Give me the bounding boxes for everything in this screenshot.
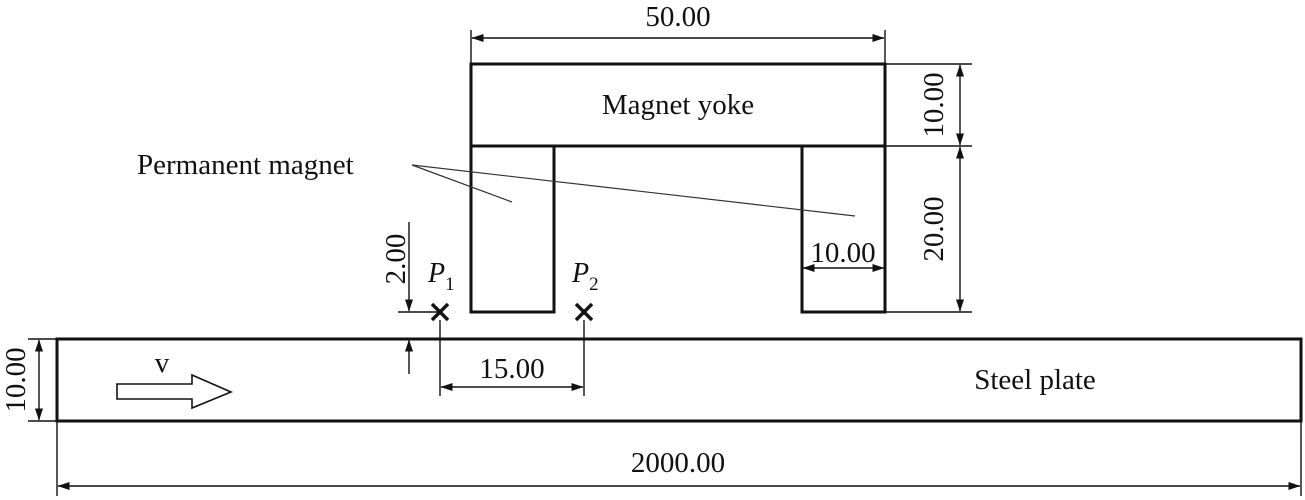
- magnet-yoke: [469, 62, 887, 148]
- dim-liftoff: [398, 222, 440, 374]
- dim-magnet-height-label: 20.00: [918, 196, 950, 261]
- point-p2-label: P2: [571, 258, 599, 295]
- dim-magnet-height: [885, 146, 972, 313]
- steel-plate: [55, 337, 1303, 423]
- permanent-magnet-right: [800, 144, 887, 314]
- dim-plate-thickness-label: 10.00: [0, 347, 32, 412]
- dim-probe-spacing-label: 15.00: [479, 353, 544, 385]
- permanent-magnet-left: [469, 144, 556, 314]
- dim-plate-length-label: 2000.00: [631, 447, 725, 479]
- dim-plate-length: [56, 421, 1302, 496]
- magnet-leader-right: [411, 164, 856, 217]
- dim-magnet-width-label: 10.00: [810, 237, 875, 269]
- dim-plate-thickness: [28, 338, 57, 422]
- dim-yoke-width: [470, 30, 886, 64]
- steel-plate-label: Steel plate: [974, 364, 1096, 396]
- dim-liftoff-label: 2.00: [380, 234, 412, 285]
- yoke-label: Magnet yoke: [602, 89, 754, 121]
- point-p2-marker: [574, 302, 594, 322]
- permanent-magnet-label: Permanent magnet: [137, 149, 354, 181]
- dim-probe-spacing: [439, 320, 585, 396]
- dim-yoke-height-label: 10.00: [918, 72, 950, 137]
- magnet-leader-left: [411, 164, 513, 203]
- velocity-arrow: [116, 373, 234, 410]
- point-p1-label: P1: [427, 258, 455, 295]
- dim-yoke-height: [885, 63, 972, 147]
- velocity-label: v: [155, 347, 170, 379]
- dim-yoke-width-label: 50.00: [645, 1, 710, 33]
